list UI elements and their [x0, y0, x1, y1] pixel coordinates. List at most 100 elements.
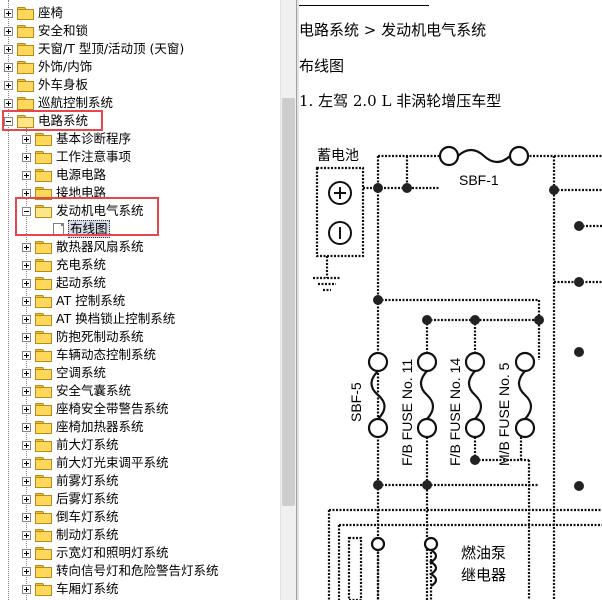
tree-item[interactable]: 布线图: [40, 220, 110, 238]
folder-icon: [35, 348, 52, 362]
expand-icon[interactable]: [4, 98, 13, 108]
page-subheading: 1. 左驾 2.0 L 非涡轮增压车型: [299, 92, 502, 110]
tree-scrollbar[interactable]: [280, 0, 297, 600]
expand-icon[interactable]: [22, 386, 31, 396]
tree-item-label: 示宽灯和照明灯系统: [56, 545, 169, 560]
expand-icon[interactable]: [22, 548, 31, 558]
tree-item-label: 布线图: [68, 220, 110, 238]
tree-item-label: 起动系统: [56, 275, 107, 290]
tree-item[interactable]: 座椅加热器系统: [22, 418, 145, 436]
tree-item[interactable]: 倒车灯系统: [22, 508, 120, 526]
sbf1-fuse: [438, 145, 530, 167]
tree-item-label: 巡航控制系统: [38, 95, 114, 110]
tree-item[interactable]: 防抱死制动系统: [22, 328, 145, 346]
expand-icon[interactable]: [22, 512, 31, 522]
tree-item[interactable]: 前大灯光束调平系统: [22, 454, 170, 472]
expand-icon[interactable]: [22, 170, 31, 180]
expand-icon[interactable]: [22, 350, 31, 360]
expand-icon[interactable]: [22, 476, 31, 486]
tree-item-label: 座椅: [38, 5, 64, 20]
tree-item[interactable]: 座椅: [4, 4, 64, 22]
tree-item[interactable]: 巡航控制系统: [4, 94, 114, 112]
collapse-icon[interactable]: [4, 116, 13, 126]
expand-icon[interactable]: [4, 44, 13, 54]
folder-icon: [35, 420, 52, 434]
folder-icon: [35, 474, 52, 488]
folder-icon: [17, 96, 34, 110]
tree-item[interactable]: 外饰/内饰: [4, 58, 93, 76]
tree-item[interactable]: 座椅安全带警告系统: [22, 400, 170, 418]
tree-item[interactable]: 基本诊断程序: [22, 130, 132, 148]
tree-item[interactable]: 前大灯系统: [22, 436, 120, 454]
expand-icon[interactable]: [22, 314, 31, 324]
tree-item[interactable]: 车辆动态控制系统: [22, 346, 157, 364]
expand-icon[interactable]: [22, 152, 31, 162]
expand-icon[interactable]: [22, 332, 31, 342]
breadcrumb: 电路系统 > 发动机电气系统: [299, 21, 487, 39]
tree-item-label: 电源电路: [56, 167, 107, 182]
tree-item-label: 电路系统: [38, 113, 89, 128]
folder-icon: [35, 402, 52, 416]
tree-item[interactable]: 空调系统: [22, 364, 107, 382]
tree-item[interactable]: 工作注意事项: [22, 148, 132, 166]
expand-icon[interactable]: [22, 296, 31, 306]
folder-icon: [35, 186, 52, 200]
tree-item[interactable]: 示宽灯和照明灯系统: [22, 544, 170, 562]
tree-item[interactable]: 接地电路: [22, 184, 107, 202]
expand-icon[interactable]: [4, 80, 13, 90]
expand-icon[interactable]: [22, 260, 31, 270]
expand-icon[interactable]: [22, 134, 31, 144]
expand-icon[interactable]: [22, 494, 31, 504]
tree-item-label: 车辆动态控制系统: [56, 347, 157, 362]
tree-item-label: 工作注意事项: [56, 149, 132, 164]
relay-label-line1: 燃油泵: [461, 544, 506, 562]
tree-item-label: 散热器风扇系统: [56, 239, 144, 254]
expand-icon[interactable]: [4, 26, 13, 36]
page-heading: 布线图: [299, 57, 345, 75]
expand-icon[interactable]: [22, 422, 31, 432]
tree-item[interactable]: 安全气囊系统: [22, 382, 132, 400]
tree-item[interactable]: 起动系统: [22, 274, 107, 292]
expand-icon[interactable]: [22, 584, 31, 594]
tree-item-label: 前雾灯系统: [56, 473, 119, 488]
tree-item[interactable]: 外车身板: [4, 76, 89, 94]
expand-icon[interactable]: [22, 242, 31, 252]
highlight-box: [2, 110, 103, 131]
tree-item[interactable]: 制动灯系统: [22, 526, 120, 544]
expand-icon[interactable]: [22, 440, 31, 450]
tree-item[interactable]: 转向信号灯和危险警告灯系统: [22, 562, 220, 580]
top-link-fragment[interactable]: [299, 0, 429, 6]
expand-icon[interactable]: [22, 566, 31, 576]
tree-item[interactable]: 车厢灯系统: [22, 580, 120, 598]
expand-icon[interactable]: [22, 368, 31, 378]
tree-item[interactable]: AT 控制系统: [22, 292, 126, 310]
relay-label-line2: 继电器: [461, 566, 506, 584]
tree-item[interactable]: 发动机电气系统: [22, 202, 145, 220]
tree-item[interactable]: 电源电路: [22, 166, 107, 184]
tree-item-label: 安全和锁: [38, 23, 89, 38]
pane-splitter[interactable]: [296, 0, 300, 600]
folder-icon: [17, 42, 34, 56]
tree-item[interactable]: 后雾灯系统: [22, 490, 120, 508]
expand-icon[interactable]: [22, 458, 31, 468]
tree-item-label: AT 换档锁止控制系统: [56, 311, 176, 326]
tree-item[interactable]: 安全和锁: [4, 22, 89, 40]
tree-item-label: 制动灯系统: [56, 527, 119, 542]
tree-item[interactable]: 前雾灯系统: [22, 472, 120, 490]
tree-item[interactable]: 散热器风扇系统: [22, 238, 145, 256]
tree-item[interactable]: AT 换档锁止控制系统: [22, 310, 176, 328]
expand-icon[interactable]: [22, 278, 31, 288]
tree-item-label: 外饰/内饰: [38, 59, 93, 74]
tree-item[interactable]: 充电系统: [22, 256, 107, 274]
collapse-icon[interactable]: [22, 206, 31, 216]
tree-item-label: 防抱死制动系统: [56, 329, 144, 344]
tree-guide-line: [26, 128, 27, 600]
expand-icon[interactable]: [22, 530, 31, 540]
tree-item[interactable]: 天窗/T 型顶/活动顶 (天窗): [4, 40, 185, 58]
expand-icon[interactable]: [22, 404, 31, 414]
expand-icon[interactable]: [4, 62, 13, 72]
tree-item[interactable]: 电路系统: [4, 112, 89, 130]
expand-icon[interactable]: [4, 8, 13, 18]
scrollbar-thumb[interactable]: [282, 98, 295, 506]
tree-item-label: 空调系统: [56, 365, 107, 380]
